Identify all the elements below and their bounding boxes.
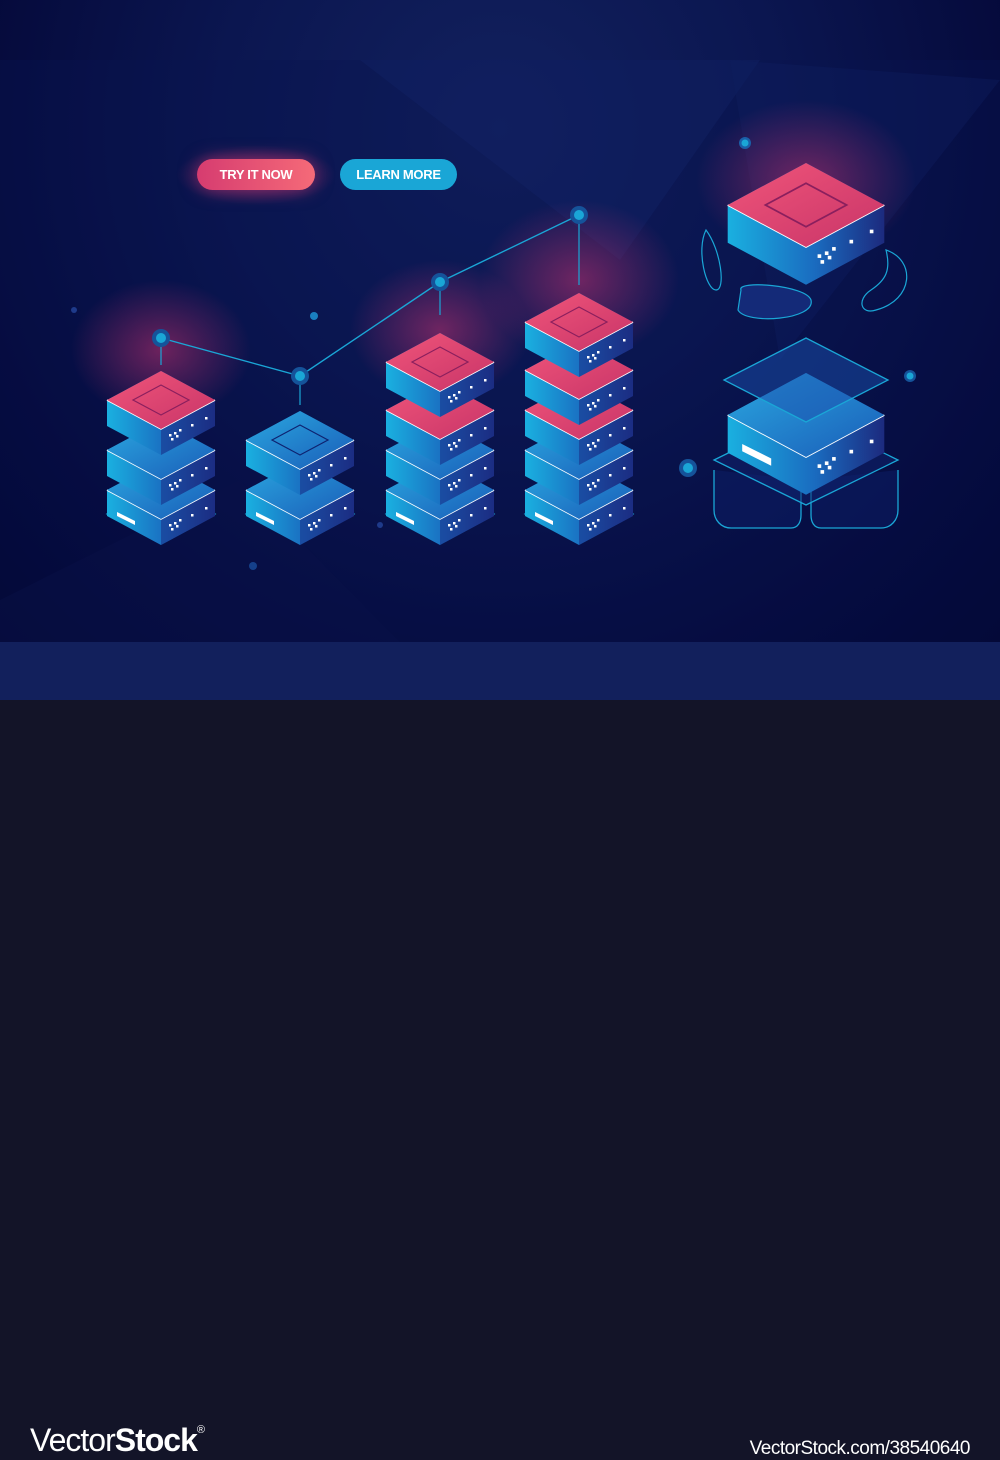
server-rack-1 — [106, 370, 216, 546]
registered-mark: ® — [196, 1424, 205, 1436]
trend-nodes — [152, 206, 588, 405]
image-url: VectorStock.com/38540640 — [749, 1438, 971, 1459]
server-rack-4 — [524, 292, 634, 546]
bottom-band — [0, 642, 1000, 700]
watermark-footer: VectorStock® VectorStock.com/38540640 — [0, 700, 1000, 1459]
server-illustration — [0, 60, 1000, 642]
try-it-now-button[interactable]: TRY IT NOW — [197, 159, 315, 190]
vectorstock-logo: VectorStock® — [30, 1422, 205, 1459]
learn-more-button[interactable]: LEARN MORE — [340, 159, 457, 190]
floating-server-bottom — [712, 337, 900, 529]
floating-server-top — [701, 162, 908, 320]
logo-bold-text: Stock — [114, 1422, 198, 1458]
hero-scene: TRY IT NOW LEARN MORE — [0, 0, 1000, 642]
logo-light-text: Vector — [30, 1422, 116, 1458]
server-rack-3 — [385, 332, 495, 546]
